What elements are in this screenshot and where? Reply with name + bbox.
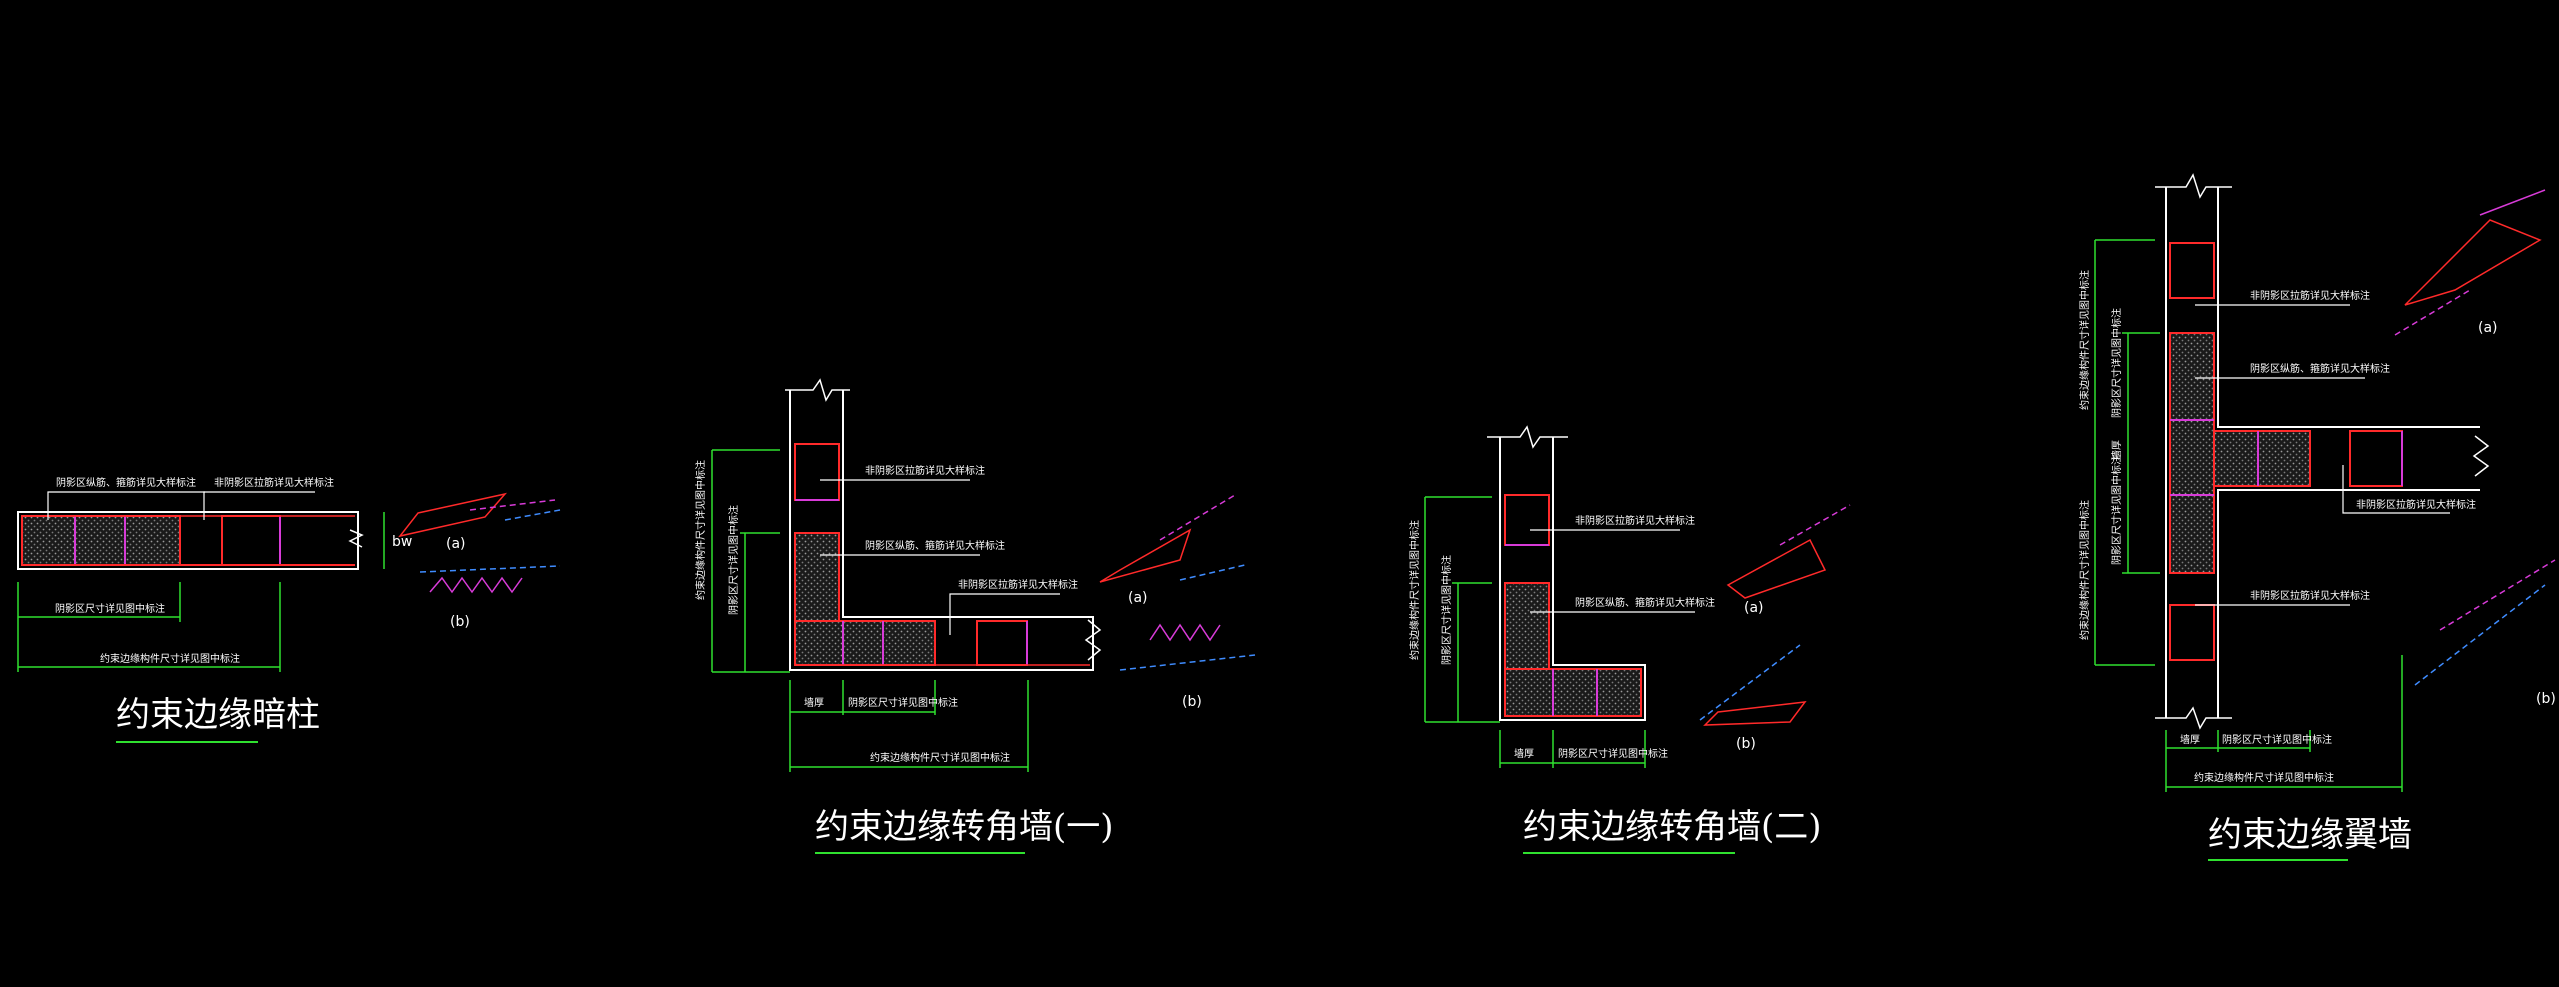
legend-a-dash	[504, 509, 561, 521]
dim-wall: 墙厚	[804, 696, 824, 709]
tie-box	[221, 515, 281, 566]
legend-label-b: (b)	[1736, 736, 1756, 752]
dim-wall: 墙厚	[2180, 733, 2200, 746]
leader-line	[949, 593, 1060, 635]
note-3: 非阴影区拉筋详见大样标注	[2356, 498, 2476, 511]
note-4: 非阴影区拉筋详见大样标注	[2250, 589, 2370, 602]
dim-vertical-short-1: 阴影区尺寸详见图中标注	[2110, 308, 2123, 418]
drawing-corner-wall-1: 非阴影区拉筋详见大样标注 阴影区纵筋、箍筋详见大样标注 非阴影区拉筋详见大样标注…	[694, 378, 1256, 854]
legend-a-shape	[398, 492, 508, 538]
drawing-title: 约束边缘翼墙	[2208, 815, 2412, 855]
legend-label-b: (b)	[1182, 694, 1202, 710]
tie-box	[1504, 494, 1550, 546]
legend-a-shape	[1726, 538, 1827, 599]
dim-vertical-short: 阴影区尺寸详见图中标注	[727, 505, 740, 615]
note-1: 非阴影区拉筋详见大样标注	[865, 464, 985, 477]
legend-b-dash	[2439, 559, 2556, 631]
legend-label-b: (b)	[450, 614, 470, 630]
wall-outline	[2217, 187, 2480, 428]
legend-a-shape	[2404, 219, 2542, 306]
break-mark	[2472, 435, 2490, 477]
break-mark	[785, 378, 850, 402]
legend-b-dash	[2414, 584, 2546, 686]
tie-box	[794, 443, 840, 501]
drawing-title: 约束边缘转角墙(二)	[1523, 807, 1822, 847]
legend-label-a: (a)	[446, 536, 466, 552]
legend-label-a: (a)	[2478, 320, 2498, 336]
dim-total-label: 约束边缘构件尺寸详见图中标注	[100, 652, 240, 665]
tie-box	[976, 620, 1028, 666]
drawing-title: 约束边缘暗柱	[116, 695, 320, 735]
note-1: 非阴影区拉筋详见大样标注	[2250, 289, 2370, 302]
dim-bw-label: bw	[392, 534, 412, 550]
dim-wall-v: 墙厚	[2110, 440, 2123, 460]
dim-shadow: 阴影区尺寸详见图中标注	[1558, 747, 1668, 760]
legend-a-dash	[1159, 494, 1236, 541]
note-upper-left: 阴影区纵筋、箍筋详见大样标注	[56, 476, 196, 489]
legend-a-dash	[1179, 564, 1246, 581]
shadow-zone-horizontal	[794, 620, 936, 666]
legend-b-dash	[419, 565, 561, 573]
legend-a-line	[2479, 189, 2546, 216]
dim-total: 约束边缘构件尺寸详见图中标注	[870, 751, 1010, 764]
legend-a-dash	[2394, 289, 2471, 336]
shadow-zone-vertical	[2169, 332, 2215, 574]
note-2: 阴影区纵筋、箍筋详见大样标注	[1575, 596, 1715, 609]
wall-outline	[17, 511, 359, 570]
leader-line	[2342, 465, 2450, 514]
tie-box	[2349, 430, 2403, 487]
drawing-hidden-column: bw 阴影区纵筋、箍筋详见大样标注 非阴影区拉筋详见大样标注 阴影区尺寸详见图中…	[17, 476, 561, 743]
legend-b-zigzag	[429, 576, 523, 594]
wall-outline	[1499, 437, 1646, 721]
legend-b-dash	[1119, 654, 1256, 671]
dim-shadow: 阴影区尺寸详见图中标注	[848, 696, 958, 709]
wall-outline	[2217, 489, 2480, 718]
legend-a-shape	[1099, 528, 1192, 583]
legend-a-dash	[469, 499, 556, 511]
dim-vertical-long-1: 约束边缘构件尺寸详见图中标注	[2078, 270, 2091, 410]
break-mark	[1487, 425, 1568, 449]
legend-label-a: (a)	[1128, 590, 1148, 606]
note-1: 非阴影区拉筋详见大样标注	[1575, 514, 1695, 527]
tie-box	[2169, 604, 2215, 661]
drawing-corner-wall-2: 非阴影区拉筋详见大样标注 阴影区纵筋、箍筋详见大样标注 约束边缘构件尺寸详见图中…	[1408, 425, 1851, 854]
wall-outline	[789, 390, 1094, 671]
break-mark	[348, 529, 364, 548]
note-2: 阴影区纵筋、箍筋详见大样标注	[865, 539, 1005, 552]
dim-vertical-short: 阴影区尺寸详见图中标注	[1440, 555, 1453, 665]
shadow-zone-horizontal	[1504, 668, 1642, 717]
note-2: 阴影区纵筋、箍筋详见大样标注	[2250, 362, 2390, 375]
break-mark	[2155, 173, 2232, 199]
legend-b-dash	[1699, 644, 1801, 721]
leader-line	[203, 491, 315, 520]
shadow-zone-horizontal	[2213, 430, 2311, 487]
drawing-flange-wall: 非阴影区拉筋详见大样标注 阴影区纵筋、箍筋详见大样标注 非阴影区拉筋详见大样标注…	[2078, 173, 2556, 861]
note-upper-right: 非阴影区拉筋详见大样标注	[214, 476, 334, 489]
note-3: 非阴影区拉筋详见大样标注	[958, 578, 1078, 591]
drawing-title: 约束边缘转角墙(一)	[815, 807, 1114, 847]
dim-wall: 墙厚	[1514, 747, 1534, 760]
dim-vertical-long: 约束边缘构件尺寸详见图中标注	[694, 460, 707, 600]
leader-line	[47, 491, 205, 520]
dim-vertical-long: 约束边缘构件尺寸详见图中标注	[1408, 520, 1421, 660]
legend-label-a: (a)	[1744, 600, 1764, 616]
tie-box	[2169, 242, 2215, 299]
dim-shadow-label: 阴影区尺寸详见图中标注	[55, 602, 165, 615]
legend-label-b: (b)	[2536, 691, 2556, 707]
break-mark	[2155, 706, 2232, 730]
legend-b-zigzag	[1149, 623, 1221, 642]
dim-vertical-long-2: 约束边缘构件尺寸详见图中标注	[2078, 500, 2091, 640]
legend-a-dash	[1779, 504, 1851, 546]
dim-shadow: 阴影区尺寸详见图中标注	[2222, 733, 2332, 746]
break-mark	[1084, 619, 1102, 661]
shadow-zone	[21, 515, 181, 566]
legend-b-shape	[1703, 701, 1807, 726]
dim-vertical-short-2: 阴影区尺寸详见图中标注	[2110, 455, 2123, 565]
dim-total: 约束边缘构件尺寸详见图中标注	[2194, 771, 2334, 784]
